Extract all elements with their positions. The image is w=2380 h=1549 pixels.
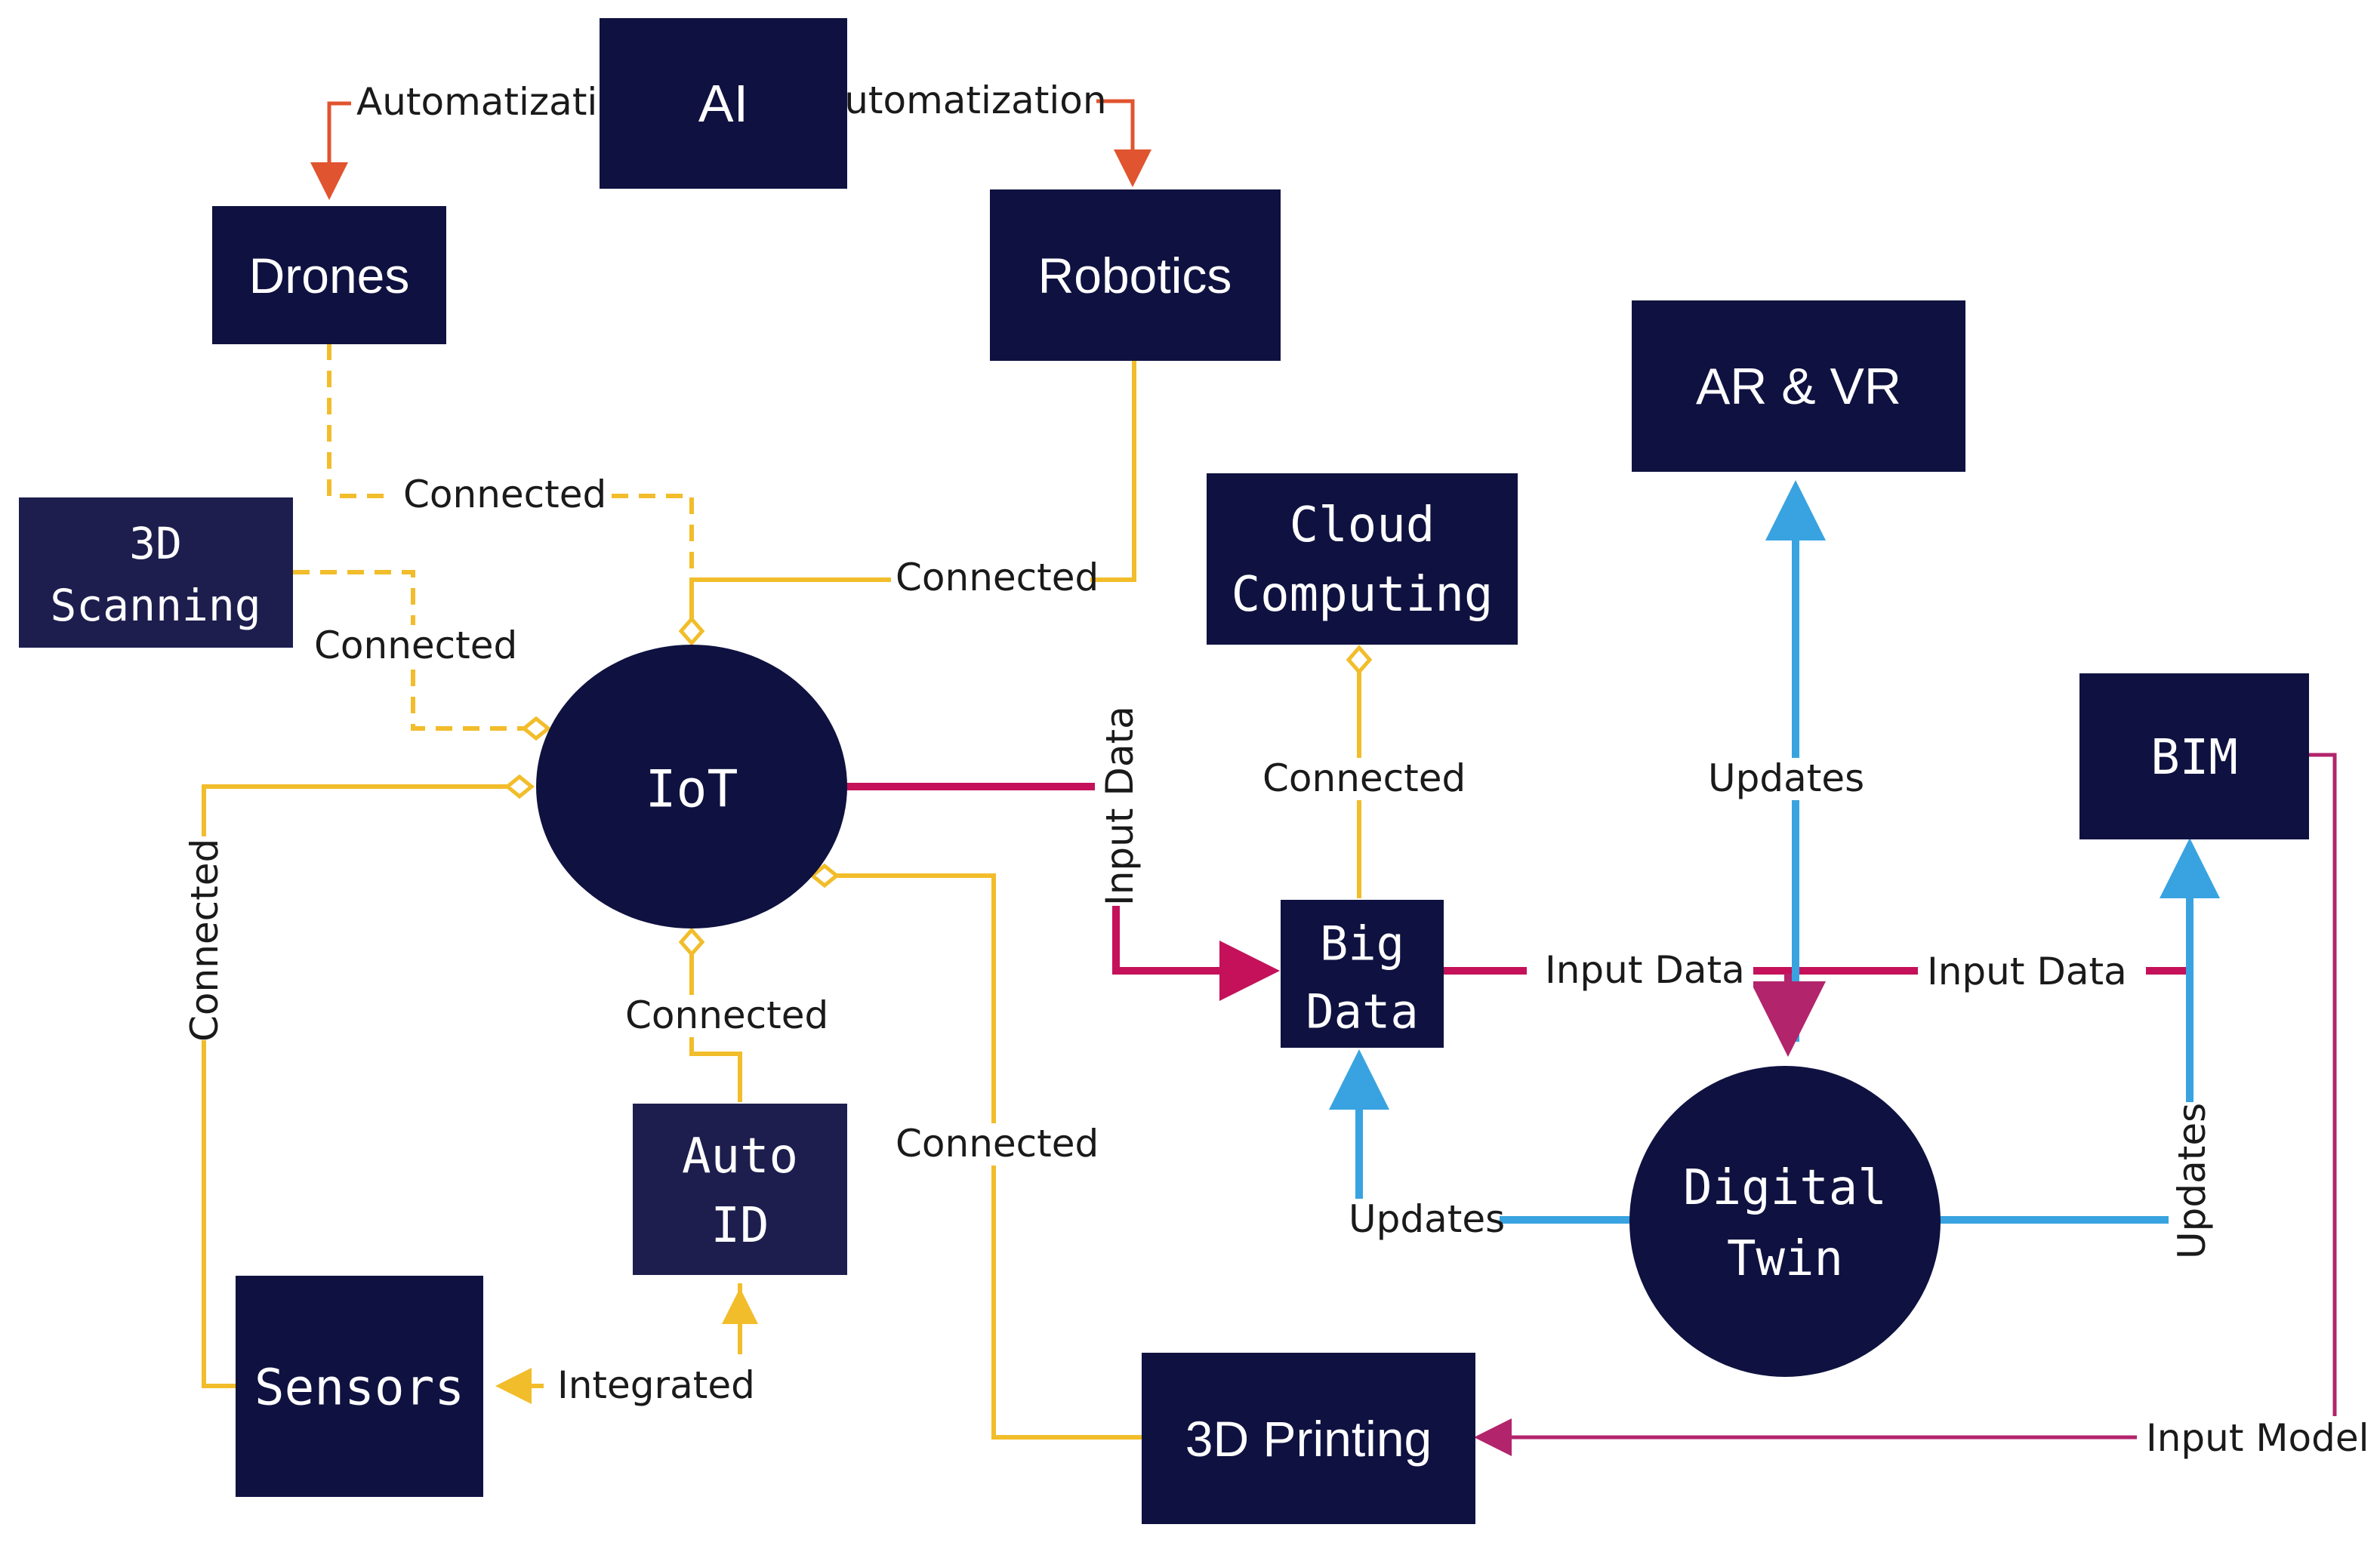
label-sensors-autoid: Integrated bbox=[557, 1363, 755, 1407]
label-printing-iot: Connected bbox=[896, 1122, 1099, 1166]
node-auto-id-line2: ID bbox=[711, 1198, 769, 1254]
node-ar-vr-label: AR & VR bbox=[1696, 358, 1901, 415]
node-cloud-computing-line1: Cloud bbox=[1290, 497, 1435, 553]
label-robotics-iot: Connected bbox=[896, 556, 1099, 599]
node-3d-scanning: 3D Scanning bbox=[19, 497, 293, 648]
node-3d-printing-label: 3D Printing bbox=[1185, 1411, 1432, 1467]
node-cloud-computing: Cloud Computing bbox=[1207, 473, 1518, 645]
node-digital-twin-line2: Twin bbox=[1727, 1231, 1843, 1287]
node-bim: BIM bbox=[2079, 673, 2309, 839]
node-3d-scanning-line1: 3D bbox=[129, 518, 182, 569]
edge-iot-bigdata bbox=[846, 783, 1280, 1001]
label-bigdata-twin: Input Data bbox=[1545, 948, 1745, 992]
label-twin-bim-updates: Updates bbox=[2170, 1103, 2214, 1259]
diamond-connector bbox=[521, 716, 551, 741]
label-ai-drones: Automatization bbox=[356, 80, 645, 124]
node-ar-vr: AR & VR bbox=[1632, 300, 1965, 472]
label-ai-robotics: Automatization bbox=[819, 79, 1107, 122]
node-sensors-label: Sensors bbox=[254, 1359, 464, 1417]
label-bim-printing: Input Model bbox=[2146, 1416, 2369, 1460]
node-sensors: Sensors bbox=[236, 1276, 483, 1497]
label-bigdata-cloud: Connected bbox=[1262, 756, 1466, 800]
node-digital-twin-line1: Digital bbox=[1683, 1160, 1887, 1216]
label-twin-arvr: Updates bbox=[1708, 756, 1864, 800]
node-big-data-line2: Data bbox=[1306, 984, 1418, 1039]
label-sensors-iot: Connected bbox=[183, 839, 227, 1042]
node-drones-label: Drones bbox=[249, 248, 410, 303]
node-3d-scanning-line2: Scanning bbox=[50, 580, 261, 631]
node-digital-twin: Digital Twin bbox=[1629, 1066, 1941, 1377]
label-twin-bim-data: Input Data bbox=[1927, 950, 2127, 993]
node-big-data: Big Data bbox=[1281, 900, 1444, 1048]
diamond-connector bbox=[678, 927, 705, 957]
node-iot-label: IoT bbox=[646, 760, 738, 820]
node-cloud-computing-line2: Computing bbox=[1232, 567, 1494, 623]
edge-sensors-iot bbox=[202, 784, 513, 1388]
edge-bim-printing bbox=[1474, 753, 2337, 1456]
label-twin-bigdata-updates: Updates bbox=[1349, 1197, 1505, 1241]
node-robotics-label: Robotics bbox=[1038, 248, 1232, 303]
diamond-connector bbox=[809, 863, 840, 888]
node-auto-id-line1: Auto bbox=[682, 1129, 798, 1184]
node-iot: IoT bbox=[536, 645, 847, 928]
edge-ai-robotics bbox=[1095, 99, 1151, 187]
label-scanning-iot: Connected bbox=[314, 624, 517, 667]
node-drones: Drones bbox=[212, 206, 446, 344]
node-robotics: Robotics bbox=[990, 189, 1281, 361]
edge-ai-drones bbox=[310, 101, 351, 200]
diamond-connector bbox=[504, 774, 535, 799]
node-ai: AI bbox=[600, 18, 847, 189]
node-bim-label: BIM bbox=[2150, 730, 2238, 786]
diamond-connector bbox=[1346, 645, 1373, 675]
label-drones-iot: Connected bbox=[403, 473, 606, 516]
label-iot-bigdata: Input Data bbox=[1098, 706, 1142, 906]
node-ai-label: AI bbox=[698, 74, 748, 133]
diamond-connector bbox=[678, 616, 705, 646]
label-autoid-iot: Connected bbox=[625, 993, 828, 1037]
node-big-data-line1: Big bbox=[1320, 916, 1404, 972]
node-3d-printing: 3D Printing bbox=[1142, 1353, 1475, 1524]
edge-twin-bim bbox=[1939, 838, 2220, 1224]
node-auto-id: Auto ID bbox=[633, 1104, 847, 1275]
